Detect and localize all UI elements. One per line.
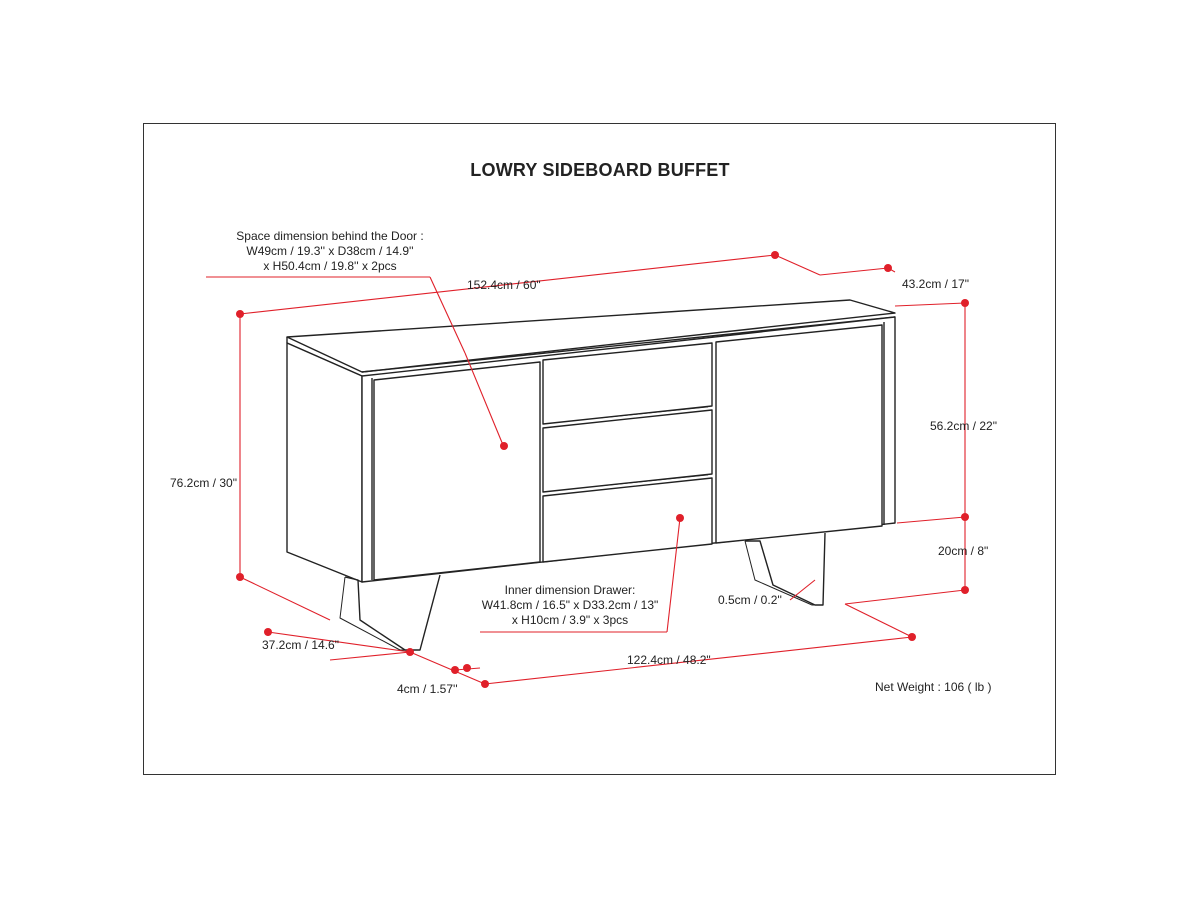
dimension-points	[236, 251, 969, 688]
right-leg	[744, 532, 826, 606]
left-side-panel	[286, 342, 363, 583]
cabinet-height-label: 56.2cm / 22"	[930, 419, 997, 433]
diagram-title: LOWRY SIDEBOARD BUFFET	[470, 160, 730, 180]
drawer-bottom	[542, 477, 713, 563]
depth-label: 43.2cm / 17"	[902, 277, 969, 291]
leg-width-label: 4cm / 1.57''	[397, 682, 458, 696]
sideboard-body	[286, 299, 896, 651]
total-height-label: 76.2cm / 30"	[170, 476, 237, 490]
door-space-line-2: W49cm / 19.3'' x D38cm / 14.9''	[246, 244, 414, 258]
top-slab	[286, 299, 896, 373]
leg-thickness-label: 0.5cm / 0.2''	[718, 593, 782, 607]
leg-depth-label: 37.2cm / 14.6"	[262, 638, 339, 652]
drawer-inner-note: Inner dimension Drawer: W41.8cm / 16.5" …	[460, 583, 680, 628]
door-space-note: Space dimension behind the Door : W49cm …	[215, 229, 445, 274]
door-space-line-1: Space dimension behind the Door :	[236, 229, 424, 243]
drawer-middle	[542, 409, 713, 493]
drawer-inner-line-3: x H10cm / 3.9" x 3pcs	[511, 613, 629, 627]
drawer-inner-line-2: W41.8cm / 16.5" x D33.2cm / 13"	[481, 598, 659, 612]
drawer-top	[542, 342, 713, 425]
width-label: 152.4cm / 60"	[467, 278, 541, 292]
left-door	[373, 361, 541, 581]
diagram-frame	[143, 123, 1056, 775]
net-weight-label: Net Weight : 106 ( lb )	[875, 680, 992, 694]
drawer-inner-line-1: Inner dimension Drawer:	[504, 583, 636, 597]
door-space-line-3: x H50.4cm / 19.8'' x 2pcs	[263, 259, 397, 273]
leg-span-label: 122.4cm / 48.2"	[627, 653, 711, 667]
right-door	[715, 324, 883, 544]
left-leg	[339, 574, 441, 651]
leg-height-label: 20cm / 8"	[938, 544, 989, 558]
